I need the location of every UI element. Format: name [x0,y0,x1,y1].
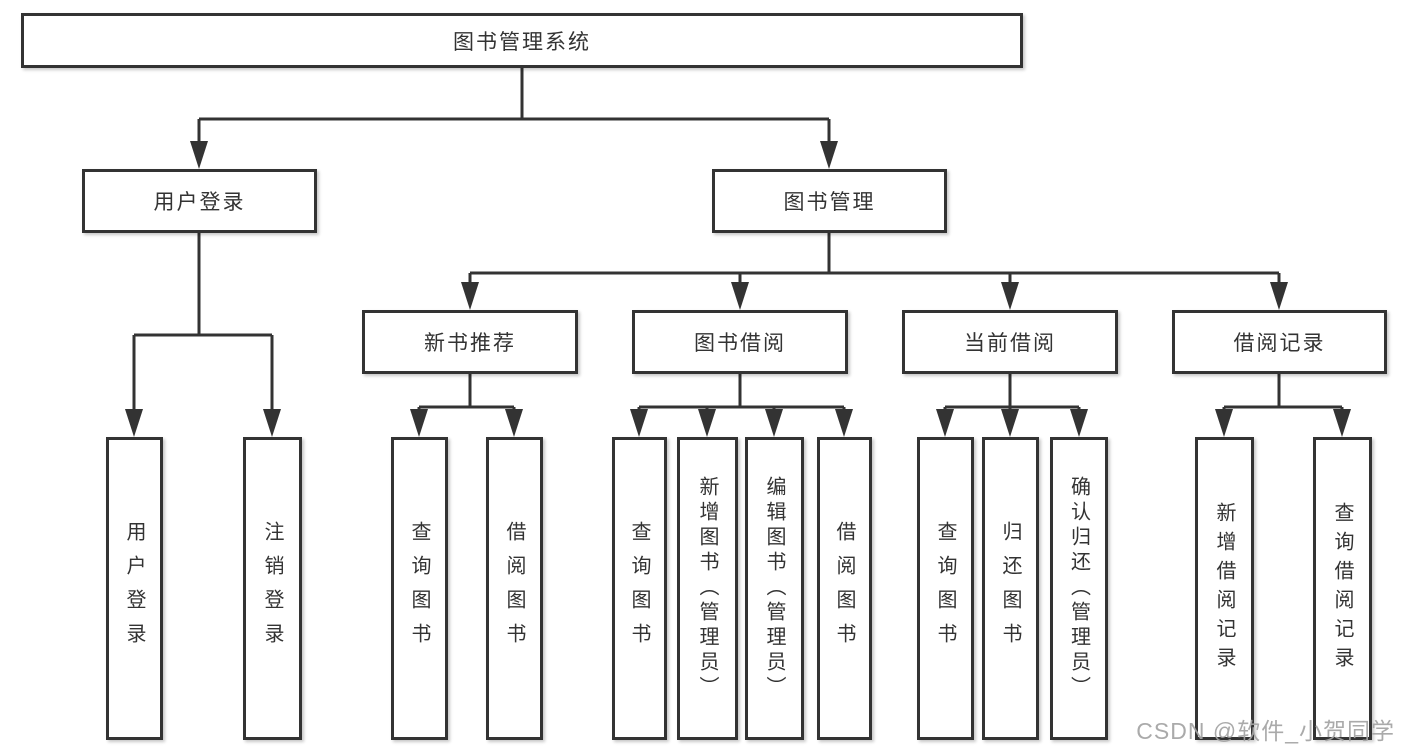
node-label: 新书推荐 [424,332,516,355]
leaf-user-login: 用户登录 [106,437,163,740]
leaf-borrow-book-recommend: 借阅图书 [486,437,543,740]
node-new-book-recommend: 新书推荐 [362,310,578,374]
leaf-borrow-book: 借阅图书 [817,437,872,740]
leaf-query-borrow-record: 查询借阅记录 [1313,437,1372,740]
node-current-borrow: 当前借阅 [902,310,1118,374]
arrowheads [125,141,1351,437]
leaf-return-book: 归还图书 [982,437,1039,740]
node-label: 图书管理系统 [453,30,591,54]
leaf-logout: 注销登录 [243,437,302,740]
leaf-query-book-current: 查询图书 [917,437,974,740]
leaf-label: 编辑图书（管理员） [763,476,785,701]
leaf-label: 查询图书 [934,520,956,657]
node-label: 借阅记录 [1233,332,1326,355]
node-label: 图书借阅 [694,332,786,355]
leaf-confirm-return-admin: 确认归还（管理员） [1050,437,1108,740]
leaf-query-book-recommend: 查询图书 [391,437,448,740]
csdn-watermark: CSDN @软件_小贺同学 [1136,718,1395,744]
node-label: 图书管理 [783,191,876,214]
node-book-management: 图书管理 [712,169,947,233]
leaf-label: 查询图书 [408,520,430,657]
node-user-login: 用户登录 [82,169,317,233]
leaf-label: 归还图书 [999,520,1021,657]
leaf-query-book-borrow: 查询图书 [612,437,667,740]
leaf-label: 用户登录 [123,520,145,657]
leaf-label: 借阅图书 [503,520,525,657]
leaf-label: 确认归还（管理员） [1067,476,1090,701]
leaf-label: 注销登录 [261,520,283,657]
leaf-label: 查询图书 [628,520,650,657]
node-label: 用户登录 [153,191,246,214]
leaf-edit-book-admin: 编辑图书（管理员） [745,437,804,740]
node-label: 当前借阅 [964,332,1056,355]
leaf-add-book-admin: 新增图书（管理员） [677,437,738,740]
leaf-label: 借阅图书 [833,520,855,657]
node-borrow-records: 借阅记录 [1172,310,1387,374]
leaf-label: 新增借阅记录 [1213,501,1235,676]
node-library-management-system: 图书管理系统 [21,13,1023,68]
node-book-borrow: 图书借阅 [632,310,848,374]
leaf-label: 新增图书（管理员） [696,476,718,701]
leaf-label: 查询借阅记录 [1331,501,1353,676]
leaf-add-borrow-record: 新增借阅记录 [1195,437,1254,740]
